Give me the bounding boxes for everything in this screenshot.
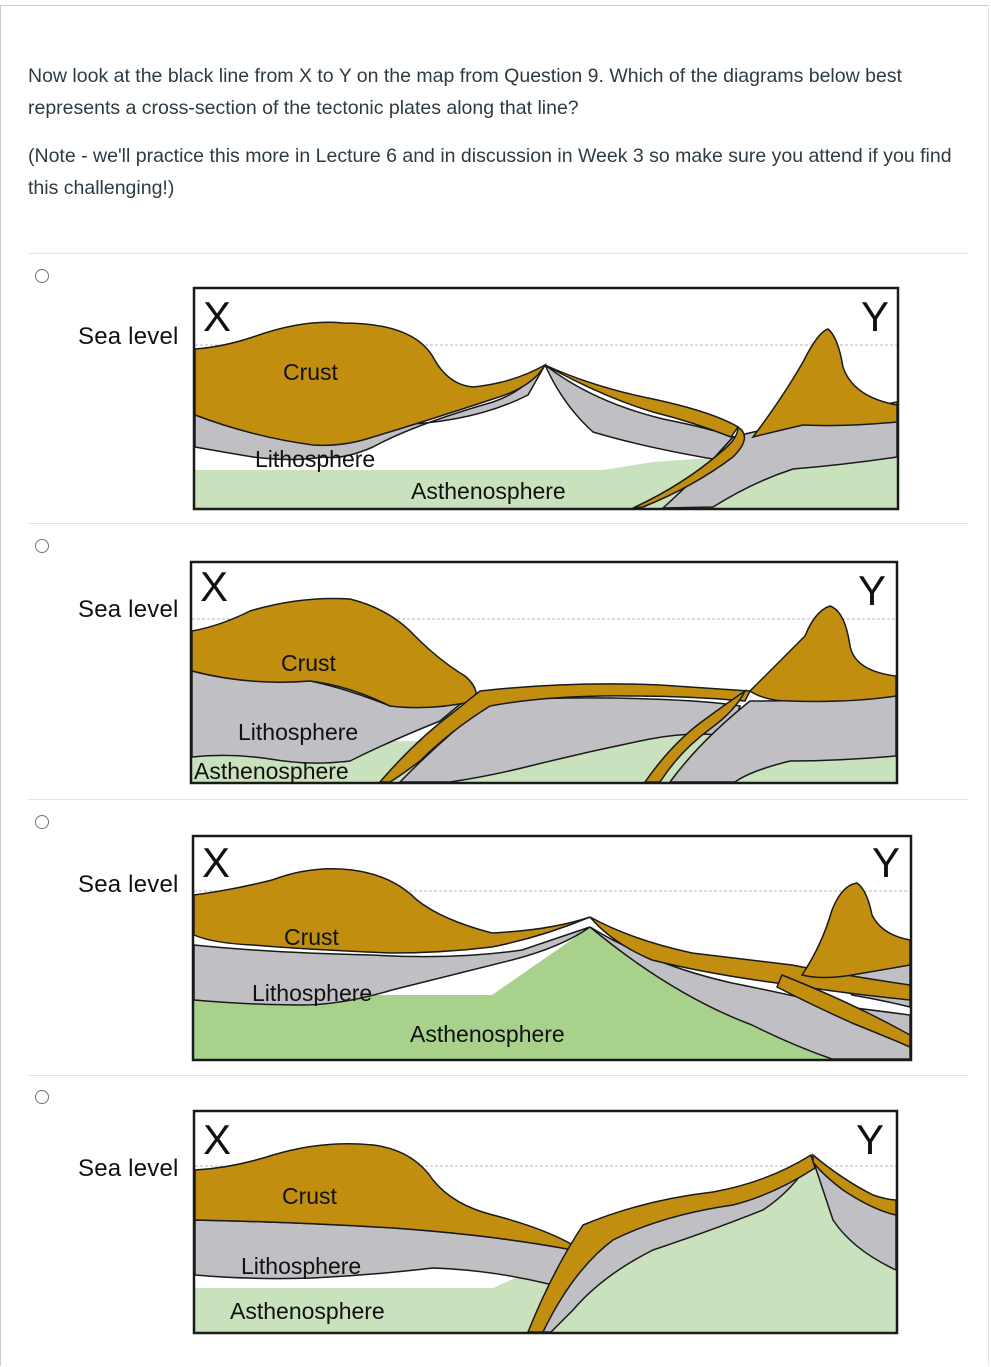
- crust-label: Crust: [283, 359, 339, 385]
- cross-section-diagram: X Y Crust Lithosphere Asthenosphere: [191, 834, 913, 1062]
- question-prompt: Now look at the black line from X to Y o…: [28, 65, 902, 119]
- crust-continent: [191, 597, 477, 709]
- radio-button[interactable]: [35, 539, 49, 553]
- cross-section-diagram: X Y Crust Lithosphere Asthenosphere: [192, 1109, 899, 1335]
- crust-label: Crust: [282, 1183, 338, 1209]
- asthenosphere-label: Asthenosphere: [230, 1298, 385, 1324]
- asthenosphere: [192, 927, 910, 1059]
- asthenosphere-label: Asthenosphere: [410, 1021, 565, 1047]
- diagram-frame: [192, 1109, 899, 1335]
- crust-ridge-right: [544, 364, 740, 438]
- cross-section-diagram: X Y Crust Lithosphere Asthenosphere: [189, 560, 899, 785]
- answer-divider: [28, 253, 968, 254]
- asthenosphere-label: Asthenosphere: [194, 758, 349, 784]
- point-x-label: X: [200, 563, 228, 610]
- sea-level-label: Sea level: [78, 596, 179, 623]
- crust-label: Crust: [281, 650, 337, 676]
- answer-divider: [28, 523, 968, 524]
- point-x-label: X: [203, 1116, 231, 1163]
- lithosphere-label: Lithosphere: [252, 980, 372, 1006]
- sea-level-label: Sea level: [78, 871, 179, 898]
- asthenosphere-label: Asthenosphere: [411, 478, 566, 504]
- radio-button[interactable]: [35, 815, 49, 829]
- crust-continent: [193, 868, 591, 954]
- diagram-frame: [191, 834, 913, 1062]
- crust-oceanic-left: [378, 683, 752, 783]
- crust-continent: [194, 1143, 574, 1251]
- point-x-label: X: [202, 839, 230, 886]
- diagram-frame: [192, 286, 900, 511]
- radio-button[interactable]: [35, 1090, 49, 1104]
- crust-subducting: [632, 425, 746, 509]
- question-panel: [0, 5, 989, 1366]
- crust-volcano: [800, 882, 911, 979]
- crust-volcano: [748, 605, 897, 703]
- lithosphere-label: Lithosphere: [255, 446, 375, 472]
- lithosphere-label: Lithosphere: [241, 1253, 361, 1279]
- crust-label: Crust: [284, 924, 340, 950]
- sea-level-label: Sea level: [78, 1155, 179, 1182]
- point-y-label: Y: [861, 293, 889, 340]
- answer-divider: [28, 1075, 968, 1076]
- answer-divider: [28, 799, 968, 800]
- point-y-label: Y: [872, 839, 900, 886]
- point-y-label: Y: [858, 567, 886, 614]
- cross-section-diagram: X Y Crust Lithosphere Asthenosphere: [192, 286, 900, 511]
- question-note: (Note - we'll practice this more in Lect…: [28, 145, 952, 199]
- point-x-label: X: [203, 293, 231, 340]
- crust-volcano: [751, 328, 898, 439]
- asthenosphere: [193, 1162, 896, 1332]
- crust-continent: [194, 321, 547, 447]
- radio-button[interactable]: [35, 269, 49, 283]
- sea-level-label: Sea level: [78, 323, 179, 350]
- lithosphere-label: Lithosphere: [238, 719, 358, 745]
- point-y-label: Y: [856, 1116, 884, 1163]
- lithosphere-left: [193, 926, 591, 1006]
- diagram-frame: [189, 560, 899, 785]
